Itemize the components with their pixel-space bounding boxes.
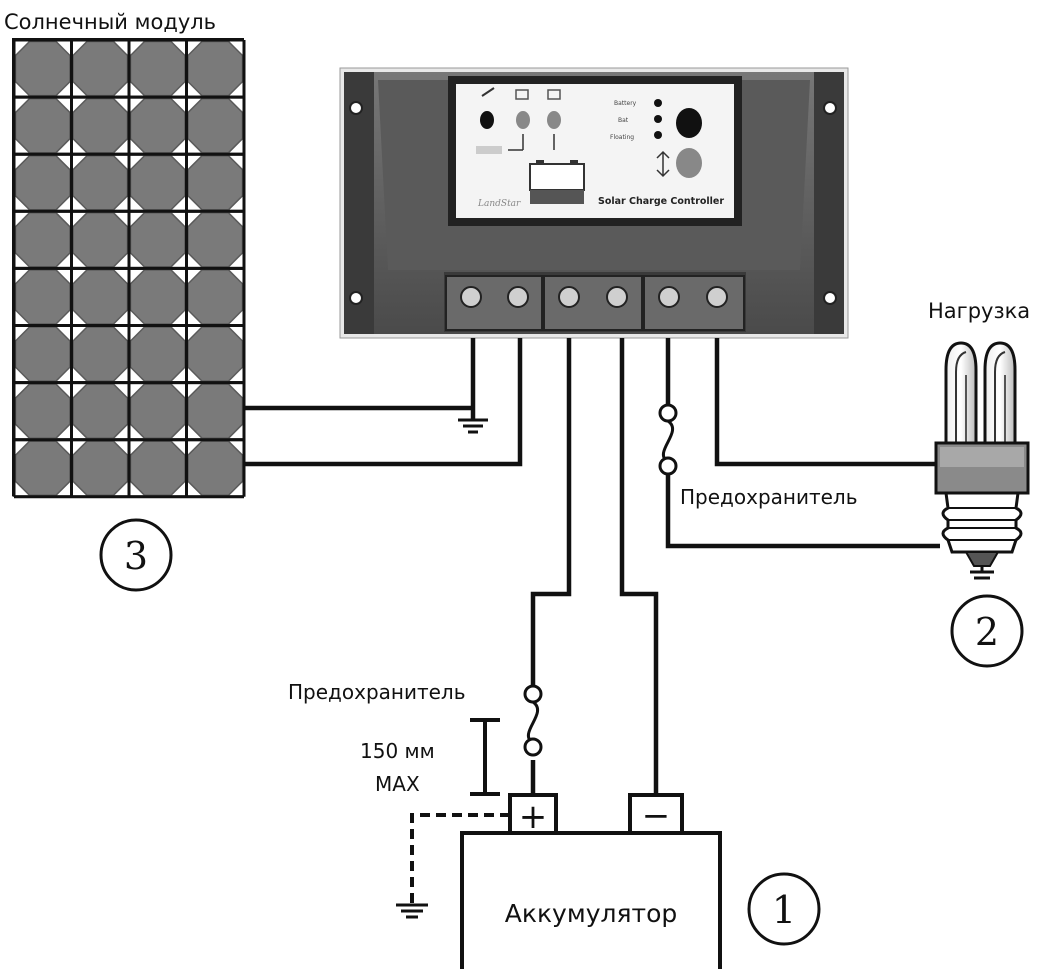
solar-cell bbox=[14, 326, 71, 382]
ground-icon bbox=[970, 566, 994, 580]
solar-cell bbox=[72, 212, 129, 268]
solar-cell bbox=[187, 326, 244, 382]
solar-cell bbox=[72, 154, 129, 211]
marker-solar-module-number: 3 bbox=[124, 534, 148, 578]
solar-cell bbox=[129, 40, 186, 97]
battery-fuse-label: Предохранитель bbox=[288, 680, 466, 704]
solar-cell bbox=[14, 269, 71, 325]
solar-cell bbox=[187, 440, 244, 497]
battery-symbol-icon bbox=[529, 163, 585, 191]
solar-cell bbox=[187, 212, 244, 268]
solar-cell bbox=[72, 40, 129, 97]
mount-hole-icon bbox=[349, 291, 363, 305]
load-fuse-icon bbox=[658, 403, 678, 476]
solar-cell bbox=[187, 40, 244, 97]
indicator-label: Bat bbox=[618, 117, 629, 124]
solar-cell bbox=[129, 383, 186, 439]
distance-value: 150 мм bbox=[360, 739, 435, 763]
solar-panel bbox=[12, 38, 246, 499]
status-led-icon bbox=[654, 115, 662, 123]
indicator-led-icon bbox=[547, 111, 561, 129]
distance-max: MAX bbox=[375, 772, 420, 796]
solar-cell bbox=[187, 97, 244, 154]
indicator-led-icon bbox=[516, 111, 530, 129]
battery-label: Аккумулятор bbox=[505, 899, 678, 928]
solar-cell bbox=[14, 154, 71, 211]
cfl-bulb-icon bbox=[934, 341, 1030, 567]
solar-cell bbox=[14, 97, 71, 154]
solar-cell bbox=[129, 97, 186, 154]
marker-load-number: 2 bbox=[975, 610, 999, 654]
marker-solar-module: 3 bbox=[99, 518, 173, 592]
positive-terminal bbox=[508, 793, 558, 835]
solar-cell bbox=[129, 154, 186, 211]
solar-cell bbox=[14, 212, 71, 268]
solar-cell bbox=[72, 269, 129, 325]
max-distance-marker bbox=[470, 718, 500, 796]
solar-cell bbox=[129, 440, 186, 497]
solar-cell bbox=[187, 154, 244, 211]
solar-cell bbox=[72, 97, 129, 154]
solar-cell bbox=[187, 383, 244, 439]
setting-button-icon bbox=[676, 148, 702, 178]
charge-controller: LandStar Solar Charge Controller Battery… bbox=[339, 67, 849, 339]
solar-cell bbox=[187, 269, 244, 325]
solar-cell bbox=[129, 212, 186, 268]
indicator-led-icon bbox=[480, 111, 494, 129]
ground-icon bbox=[396, 903, 428, 919]
controller-brand: LandStar bbox=[477, 199, 521, 209]
mount-hole-icon bbox=[349, 101, 363, 115]
solar-cell bbox=[129, 326, 186, 382]
ground-icon bbox=[458, 418, 488, 434]
solar-cell bbox=[72, 383, 129, 439]
mount-hole-icon bbox=[823, 291, 837, 305]
indicator-label: Battery bbox=[614, 100, 637, 107]
battery-fuse-icon bbox=[523, 684, 543, 757]
battery: + − Аккумулятор bbox=[460, 793, 722, 969]
wires bbox=[244, 338, 940, 905]
solar-cell bbox=[14, 40, 71, 97]
indicator-label: Floating bbox=[610, 134, 634, 141]
load-label: Нагрузка bbox=[928, 299, 1030, 323]
terminal-screws bbox=[460, 286, 728, 308]
marker-battery: 1 bbox=[747, 872, 821, 946]
positive-terminal-sign: + bbox=[519, 797, 548, 837]
status-led-icon bbox=[654, 131, 662, 139]
load-button-icon bbox=[676, 108, 702, 138]
solar-cell bbox=[72, 440, 129, 497]
marker-load: 2 bbox=[950, 594, 1024, 668]
solar-cell bbox=[129, 269, 186, 325]
status-led-icon bbox=[654, 99, 662, 107]
solar-cell bbox=[72, 326, 129, 382]
solar-cell bbox=[14, 440, 71, 497]
solar-cell bbox=[14, 383, 71, 439]
negative-terminal-sign: − bbox=[642, 796, 671, 836]
mount-hole-icon bbox=[823, 101, 837, 115]
load-fuse-label: Предохранитель bbox=[680, 485, 858, 509]
marker-battery-number: 1 bbox=[772, 888, 796, 932]
controller-title: Solar Charge Controller bbox=[598, 196, 724, 207]
solar-module-label: Солнечный модуль bbox=[4, 10, 216, 34]
solar-cells bbox=[12, 38, 246, 499]
